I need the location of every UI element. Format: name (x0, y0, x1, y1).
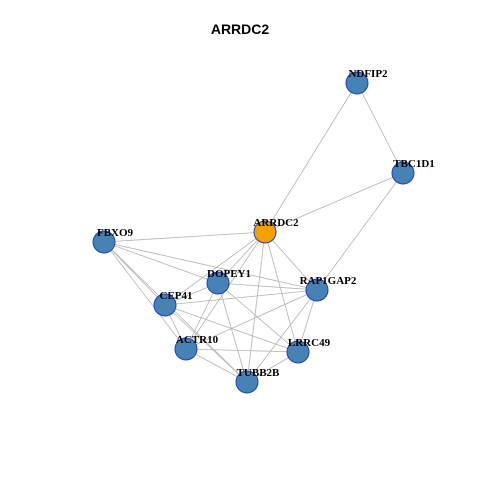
node-label-actr10: ACTR10 (176, 334, 219, 346)
edge-arrdc2-fbxo9 (103, 231, 266, 243)
node-label-ndfip2: NDFIP2 (348, 68, 388, 80)
node-circle-actr10[interactable] (174, 337, 198, 361)
nodes: ARRDC2 NDFIP2TBC1D1FBXO9DOPEY1RAP1GAP2CEP… (92, 68, 435, 394)
edge-cep41-lrrc49 (164, 304, 299, 353)
node-label-cep41: CEP41 (160, 290, 193, 302)
edge-arrdc2-lrrc49 (264, 231, 299, 353)
edge-rap1gap2-cep41 (164, 289, 318, 306)
node-ndfip2[interactable]: NDFIP2 (345, 68, 388, 95)
edge-ndfip2-tbc1d1 (356, 82, 404, 174)
edge-tbc1d1-rap1gap2 (316, 172, 404, 291)
node-fbxo9[interactable]: FBXO9 (92, 227, 134, 254)
node-circle-ndfip2[interactable] (345, 71, 369, 95)
node-label-lrrc49: LRRC49 (288, 337, 331, 349)
node-label-fbxo9: FBXO9 (97, 227, 134, 239)
edge-fbxo9-tubb2b (103, 241, 248, 383)
node-dopey1[interactable]: DOPEY1 (206, 268, 251, 295)
node-lrrc49[interactable]: LRRC49 (286, 337, 331, 364)
node-circle-rap1gap2[interactable] (305, 278, 329, 302)
edge-actr10-tubb2b (185, 348, 248, 383)
node-circle-lrrc49[interactable] (286, 340, 310, 364)
edge-arrdc2-rap1gap2 (264, 231, 318, 291)
node-label-dopey1: DOPEY1 (207, 268, 251, 280)
edge-dopey1-lrrc49 (217, 282, 299, 353)
edge-rap1gap2-actr10 (185, 289, 318, 350)
edge-arrdc2-tubb2b (246, 231, 266, 383)
node-circle-fbxo9[interactable] (92, 230, 116, 254)
node-circle-dopey1[interactable] (206, 271, 230, 295)
edge-cep41-tubb2b (164, 304, 248, 383)
node-arrdc2[interactable]: ARRDC2 (253, 217, 299, 244)
node-rap1gap2[interactable]: RAP1GAP2 (300, 275, 357, 302)
edge-arrdc2-tbc1d1 (264, 172, 404, 233)
edge-arrdc2-cep41 (164, 231, 266, 306)
edge-arrdc2-dopey1 (217, 231, 266, 284)
edge-dopey1-actr10 (185, 282, 219, 350)
edge-arrdc2-ndfip2 (264, 82, 358, 233)
node-actr10[interactable]: ACTR10 (174, 334, 219, 361)
edge-dopey1-rap1gap2 (217, 282, 318, 291)
node-circle-cep41[interactable] (153, 293, 177, 317)
edge-fbxo9-rap1gap2 (103, 241, 318, 291)
node-circle-arrdc2[interactable] (253, 220, 277, 244)
node-label-tbc1d1: TBC1D1 (393, 158, 435, 170)
node-circle-tbc1d1[interactable] (391, 161, 415, 185)
node-label-arrdc2: ARRDC2 (253, 217, 299, 229)
edges (103, 82, 404, 383)
node-tubb2b[interactable]: TUBB2B (235, 367, 280, 394)
edge-actr10-lrrc49 (185, 348, 299, 353)
edge-fbxo9-actr10 (103, 241, 187, 350)
node-circle-tubb2b[interactable] (235, 370, 259, 394)
graph-title: ARRDC2 (210, 21, 270, 37)
node-label-tubb2b: TUBB2B (237, 367, 280, 379)
node-label-rap1gap2: RAP1GAP2 (300, 275, 357, 287)
node-cep41[interactable]: CEP41 (153, 290, 193, 317)
edge-fbxo9-dopey1 (103, 241, 219, 284)
node-tbc1d1[interactable]: TBC1D1 (391, 158, 435, 185)
edge-rap1gap2-tubb2b (246, 289, 318, 383)
